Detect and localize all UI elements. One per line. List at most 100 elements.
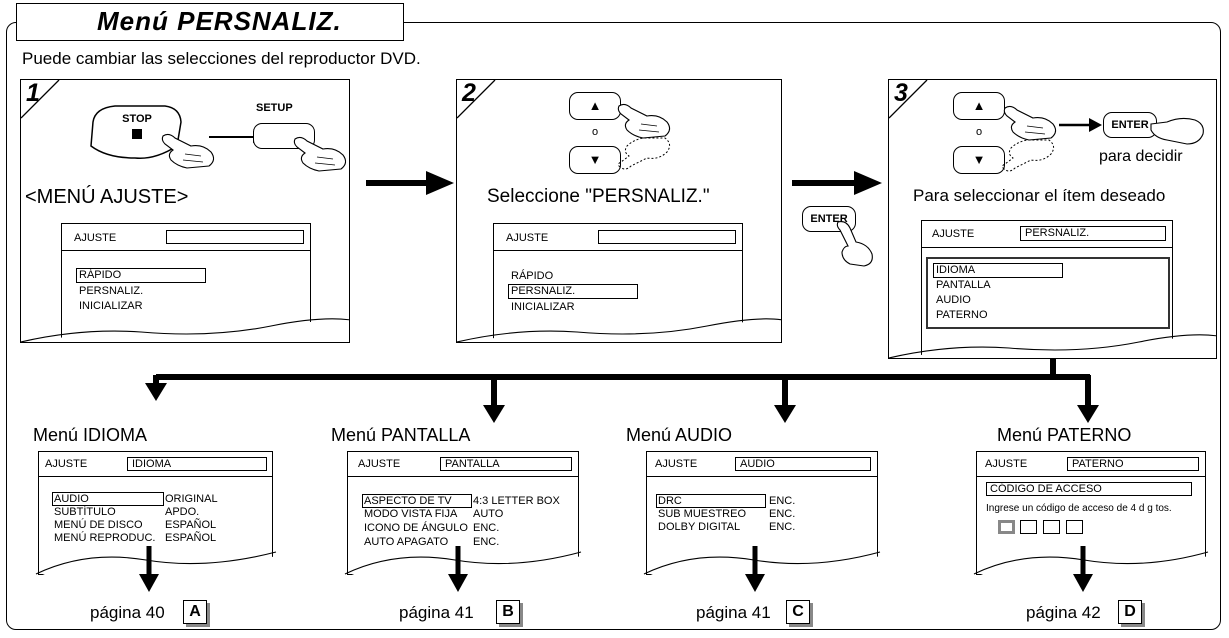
screen-header: AJUSTE xyxy=(655,458,698,470)
up-button[interactable]: ▲ xyxy=(569,92,621,120)
step-corner-line xyxy=(457,80,496,119)
screen-header-box: PERSNALIZ. xyxy=(1020,226,1166,241)
menu-paterno-screen: AJUSTE PATERNO CÓDIGO DE ACCESO Ingrese … xyxy=(976,451,1206,575)
menu-item-pantalla[interactable]: PANTALLA xyxy=(936,279,991,291)
screen-divider xyxy=(348,476,578,477)
row-modo-vista[interactable]: MODO VISTA FIJA xyxy=(364,508,458,520)
menu-item-persnaliz[interactable]: PERSNALIZ. xyxy=(508,284,638,299)
row-dolby-value: ENC. xyxy=(769,521,796,533)
step-1-number: 1 xyxy=(26,79,40,107)
or-label: o xyxy=(592,126,599,138)
hand-icon xyxy=(1003,105,1057,141)
badge-a: A xyxy=(183,600,207,624)
screen-header-box: PANTALLA xyxy=(440,457,572,471)
row-sub-muestreo[interactable]: SUB MUESTREO xyxy=(658,508,747,520)
screen-header-box xyxy=(598,230,736,244)
enter-button[interactable]: ENTER xyxy=(802,206,856,232)
page-ref-idioma: página 40 xyxy=(90,603,165,622)
step-2-panel: 2 ▲ o ▼ Seleccione "PERSNALIZ." AJUSTE R… xyxy=(456,79,782,343)
screen-header: AJUSTE xyxy=(932,228,975,240)
screen-divider xyxy=(39,476,272,477)
menu-pantalla-screen: AJUSTE PANTALLA ASPECTO DE TV 4:3 LETTER… xyxy=(347,451,579,575)
setup-screen: AJUSTE PERSNALIZ. IDIOMA PANTALLA AUDIO … xyxy=(921,220,1173,358)
menu-item-audio[interactable]: AUDIO xyxy=(936,294,971,306)
screen-torn-edge xyxy=(35,551,277,580)
page-ref-pantalla: página 41 xyxy=(399,603,474,622)
screen-torn-edge xyxy=(457,318,781,342)
row-dolby[interactable]: DOLBY DIGITAL xyxy=(658,521,741,533)
screen-divider xyxy=(494,250,742,251)
distribution-arrows-icon xyxy=(145,359,1099,423)
code-digit-3[interactable] xyxy=(1043,520,1060,534)
step-corner-line xyxy=(889,80,928,119)
menu-item-persnaliz[interactable]: PERSNALIZ. xyxy=(79,285,144,297)
hand-dotted-icon xyxy=(617,137,671,170)
step-corner-line xyxy=(21,80,60,119)
row-drc[interactable]: DRC xyxy=(656,494,766,508)
row-subtitulo[interactable]: SUBTÍTULO xyxy=(54,506,116,518)
screen-divider xyxy=(977,476,1205,477)
hand-icon xyxy=(836,221,873,267)
stop-label: STOP xyxy=(122,113,152,125)
stop-square-icon xyxy=(132,129,142,139)
screen-header: AJUSTE xyxy=(506,232,549,244)
setup-screen: AJUSTE RÁPIDO PERSNALIZ. INICIALIZAR xyxy=(61,223,311,342)
page-title: Menú PERSNALIZ. xyxy=(97,6,342,36)
row-aspecto-value: 4:3 LETTER BOX xyxy=(473,495,560,507)
arrow-step2-to-step3-icon xyxy=(792,171,882,195)
down-button[interactable]: ▼ xyxy=(953,146,1005,174)
screen-header: AJUSTE xyxy=(358,458,401,470)
menu-item-idioma[interactable]: IDIOMA xyxy=(933,263,1063,278)
row-auto-apagato-value: ENC. xyxy=(473,536,500,548)
screen-header-box: IDIOMA xyxy=(127,457,267,471)
setup-button-label: SETUP xyxy=(256,102,293,114)
menu-item-paterno[interactable]: PATERNO xyxy=(936,309,988,321)
code-digit-4[interactable] xyxy=(1066,520,1083,534)
row-menu-reproduc[interactable]: MENÚ REPRODUC. xyxy=(54,532,156,544)
menu-paterno-label: Menú PATERNO xyxy=(997,425,1132,445)
down-button[interactable]: ▼ xyxy=(569,146,621,174)
access-code-label: CÓDIGO DE ACCESO xyxy=(986,482,1192,496)
step-1-heading: <MENÚ AJUSTE> xyxy=(25,186,189,208)
row-modo-vista-value: AUTO xyxy=(473,508,504,520)
hand-dotted-icon xyxy=(1001,139,1055,172)
step-2-heading: Seleccione "PERSNALIZ." xyxy=(487,186,710,207)
screen-divider xyxy=(922,247,1172,248)
row-aspecto[interactable]: ASPECTO DE TV xyxy=(362,494,472,508)
screen-header: AJUSTE xyxy=(45,458,88,470)
row-icono-angulo-value: ENC. xyxy=(473,522,500,534)
arrow-step1-to-step2-icon xyxy=(366,171,454,195)
enter-label: ENTER xyxy=(1111,119,1149,131)
or-label: o xyxy=(976,126,983,138)
row-audio[interactable]: AUDIO xyxy=(52,492,164,506)
screen-divider xyxy=(62,250,310,251)
menu-item-inicializar[interactable]: INICIALIZAR xyxy=(79,300,143,312)
code-digit-2[interactable] xyxy=(1020,520,1037,534)
step-1-panel: 1 STOP SETUP <MENÚ AJUSTE> AJUSTE RÁPIDO… xyxy=(20,79,350,343)
row-menu-disco[interactable]: MENÚ DE DISCO xyxy=(54,519,143,531)
screen-header: AJUSTE xyxy=(985,458,1028,470)
intro-text: Puede cambiar las selecciones del reprod… xyxy=(22,49,421,68)
up-button[interactable]: ▲ xyxy=(953,92,1005,120)
screen-divider xyxy=(647,476,877,477)
menu-item-rapido[interactable]: RÁPIDO xyxy=(76,268,206,283)
screen-header: AJUSTE xyxy=(74,232,117,244)
arrow-down-icon xyxy=(448,546,468,592)
row-audio-value: ORIGINAL xyxy=(165,493,218,505)
menu-item-rapido[interactable]: RÁPIDO xyxy=(511,270,554,282)
setup-screen: AJUSTE RÁPIDO PERSNALIZ. INICIALIZAR xyxy=(493,223,743,342)
arrow-down-icon xyxy=(139,546,159,592)
screen-header-box xyxy=(166,230,304,244)
arrow-down-icon xyxy=(745,546,765,592)
row-icono-angulo[interactable]: ICONO DE ÁNGULO xyxy=(364,522,468,534)
row-auto-apagato[interactable]: AUTO APAGATO xyxy=(364,536,449,548)
arrow-down-icon xyxy=(1073,546,1093,592)
screen-header-box: AUDIO xyxy=(735,457,871,471)
code-digit-1[interactable] xyxy=(998,520,1015,534)
step-3-heading: Para seleccionar el ítem deseado xyxy=(913,186,1166,205)
menu-item-inicializar[interactable]: INICIALIZAR xyxy=(511,301,575,313)
decide-label: para decidir xyxy=(1099,148,1183,165)
row-subtitulo-value: APDO. xyxy=(165,506,200,518)
stop-button[interactable]: STOP xyxy=(117,113,157,139)
enter-button[interactable]: ENTER xyxy=(1103,112,1157,138)
